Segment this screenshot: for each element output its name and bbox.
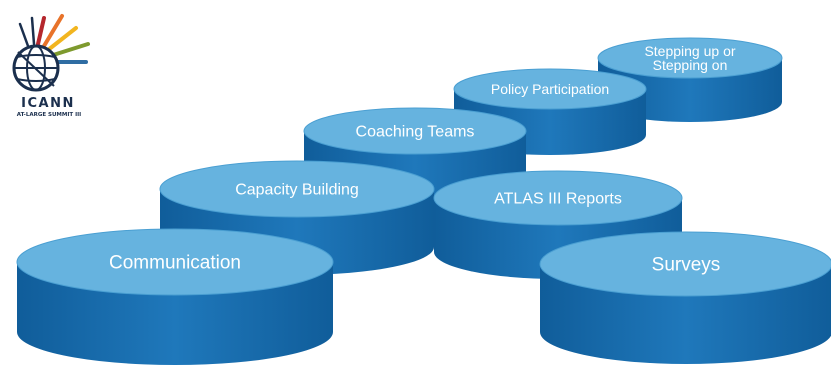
- disk-label-coaching: Coaching Teams: [356, 124, 475, 141]
- disk-communication: Communication: [16, 228, 334, 365]
- globe-with-rays-icon: [12, 14, 90, 92]
- disk-top: [539, 231, 831, 297]
- disk-surveys: Surveys: [539, 231, 831, 364]
- disk-label-line: ATLAS III Reports: [494, 191, 622, 208]
- disk-label-atlas: ATLAS III Reports: [494, 191, 622, 208]
- disk-label-line: Capacity Building: [235, 182, 359, 199]
- disk-top: [16, 228, 334, 296]
- logo-tagline: AT-LARGE SUMMIT III: [16, 112, 82, 118]
- disk-label-line: Stepping on: [653, 57, 728, 73]
- disk-label-surveys: Surveys: [652, 255, 721, 276]
- disk-label-line: Communication: [109, 253, 241, 274]
- disk-label-line: Surveys: [652, 255, 721, 276]
- disk-top: [159, 160, 435, 218]
- icann-logo: ICANN AT-LARGE SUMMIT III: [4, 6, 100, 122]
- disk-label-capacity: Capacity Building: [235, 182, 359, 199]
- disk-top: [303, 107, 527, 155]
- disk-label-line: Coaching Teams: [356, 124, 475, 141]
- disk-top: [433, 170, 683, 226]
- disk-label-communication: Communication: [109, 253, 241, 274]
- disk-top: [597, 37, 783, 79]
- disk-label-policy: Policy Participation: [491, 81, 609, 97]
- disk-label-line: Policy Participation: [491, 81, 609, 97]
- logo-wordmark: ICANN: [21, 96, 75, 111]
- disk-top: [453, 68, 647, 110]
- disk-label-line: Stepping up or: [644, 43, 735, 59]
